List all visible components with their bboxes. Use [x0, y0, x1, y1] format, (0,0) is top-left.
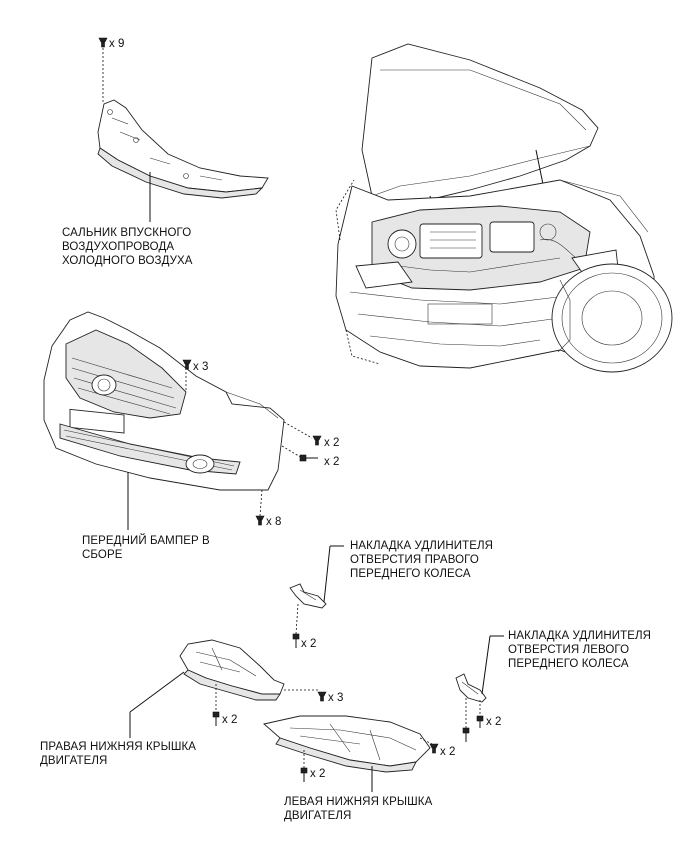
covers-join-clips-qty: x 3	[328, 692, 344, 704]
right-cover-screw-qty: x 2	[222, 714, 238, 726]
clip-icon	[429, 743, 439, 754]
bumper-top-clips-qty: x 3	[193, 361, 209, 373]
front-bumper-label: ПЕРЕДНИЙ БАМПЕР В СБОРЕ	[82, 535, 210, 561]
clip-icon	[182, 359, 192, 370]
right-wheel-liner-extension-part	[289, 545, 344, 635]
clip-icon	[255, 515, 265, 526]
clip-icon	[317, 691, 327, 702]
front-bumper-part	[43, 311, 313, 530]
right-under-cover-part	[129, 639, 318, 738]
left-under-cover-label: ЛЕВАЯ НИЖНЯЯ КРЫШКА ДВИГАТЕЛЯ	[284, 796, 433, 822]
right-ext-screw-qty: x 2	[301, 638, 317, 650]
intake-seal-part	[97, 48, 269, 222]
clip-icon	[98, 37, 108, 48]
right-wheel-liner-extension-label: НАКЛАДКА УДЛИНИТЕЛЯ ОТВЕРСТИЯ ПРАВОГО ПЕ…	[350, 540, 494, 580]
left-cover-clips-qty: x 2	[440, 746, 456, 758]
seal-clips-qty: x 9	[109, 38, 125, 50]
clip-icon	[312, 435, 322, 446]
bumper-bottom-clips-qty: x 8	[266, 516, 282, 528]
intake-seal-label: САЛЬНИК ВПУСКНОГО ВОЗДУХОПРОВОДА ХОЛОДНО…	[62, 227, 193, 267]
screw-icon	[476, 715, 484, 728]
screw-icon	[300, 767, 308, 782]
left-ext-screw-qty: x 2	[486, 716, 502, 728]
car-illustration	[335, 43, 673, 373]
left-cover-screw-qty: x 2	[310, 768, 326, 780]
screw-icon	[212, 711, 220, 726]
bumper-side-clip-qty: x 2	[324, 437, 340, 449]
left-wheel-liner-extension-label: НАКЛАДКА УДЛИНИТЕЛЯ ОТВЕРСТИЯ ЛЕВОГО ПЕР…	[508, 630, 652, 670]
right-under-cover-label: ПРАВАЯ НИЖНЯЯ КРЫШКА ДВИГАТЕЛЯ	[40, 741, 197, 767]
bumper-side-screw-qty: x 2	[324, 456, 340, 468]
left-under-cover-part	[263, 715, 433, 792]
screw-icon	[299, 454, 318, 462]
screw-icon	[292, 633, 300, 648]
screw-icon	[462, 727, 470, 742]
left-wheel-liner-extension-part	[455, 635, 504, 728]
